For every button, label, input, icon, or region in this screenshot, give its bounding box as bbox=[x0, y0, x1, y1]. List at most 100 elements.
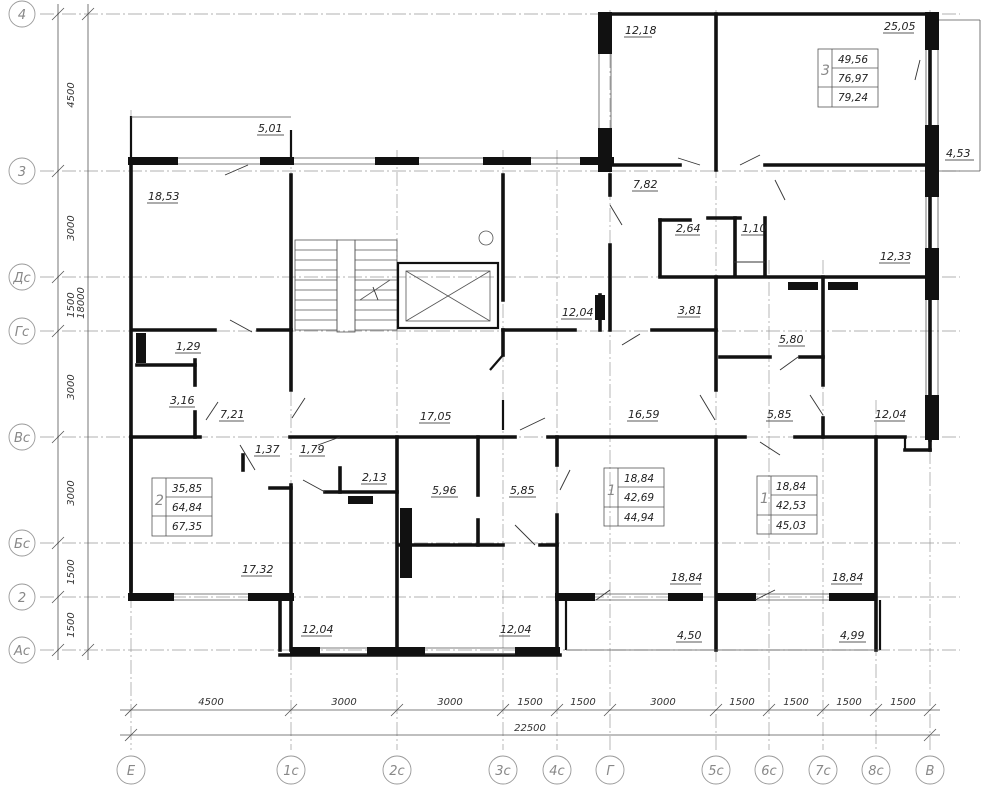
apartment-area-table: 1 18,84 42,53 45,03 bbox=[756, 475, 818, 535]
room-area-label: 5,85 bbox=[510, 484, 535, 497]
axis-label-g: Г bbox=[606, 764, 615, 779]
apartment-number: 1 bbox=[760, 491, 769, 507]
room-area-label: 12,33 bbox=[880, 250, 912, 263]
dim-bottom-1: 4500 bbox=[198, 697, 223, 708]
axis-label-4c: 4с bbox=[549, 764, 564, 779]
dim-left-5: 3000 bbox=[66, 480, 77, 505]
dim-bottom-4: 1500 bbox=[517, 697, 542, 708]
apartment-living-area: 35,85 bbox=[172, 483, 202, 495]
room-area-label: 5,01 bbox=[258, 122, 283, 135]
axis-label-gc: Гс bbox=[15, 325, 29, 340]
dim-left-1: 4500 bbox=[66, 82, 77, 107]
apartment-area-table: 2 35,85 64,84 67,35 bbox=[151, 477, 213, 537]
dim-bottom-9: 1500 bbox=[836, 697, 861, 708]
room-area-label: 12,04 bbox=[562, 306, 594, 319]
axis-label-vc: Вс bbox=[14, 431, 30, 446]
apartment-gross-area: 44,94 bbox=[624, 512, 654, 524]
room-area-label: 12,04 bbox=[302, 623, 334, 636]
axis-label-3: 3 bbox=[18, 165, 26, 180]
left-axis-markers: 4 3 Дс Гс Вс Бс 2 Ас bbox=[8, 0, 36, 664]
apartment-number: 3 bbox=[821, 63, 830, 79]
axis-label-5c: 5с bbox=[708, 764, 723, 779]
room-area-label: 1,79 bbox=[300, 443, 325, 456]
axis-label-2c: 2с bbox=[389, 764, 404, 779]
axis-label-6c: 6с bbox=[761, 764, 776, 779]
room-area-label: 1,29 bbox=[176, 340, 201, 353]
dim-bottom-10: 1500 bbox=[890, 697, 915, 708]
room-area-labels: 12,18 25,05 5,01 18,53 4,53 7,82 2,64 1,… bbox=[147, 20, 974, 643]
room-area-label: 1,10 bbox=[742, 222, 767, 235]
dim-bottom-8: 1500 bbox=[783, 697, 808, 708]
dim-bottom-5: 1500 bbox=[570, 697, 595, 708]
room-area-label: 5,96 bbox=[432, 484, 457, 497]
walls bbox=[129, 12, 981, 657]
room-area-label: 4,50 bbox=[677, 629, 702, 642]
room-area-label: 7,82 bbox=[633, 178, 658, 191]
axis-label-ac: Ас bbox=[13, 644, 30, 659]
axis-label-1c: 1с bbox=[283, 764, 298, 779]
windows bbox=[174, 50, 939, 655]
dim-bottom-6: 3000 bbox=[650, 697, 675, 708]
apartment-area-table: 1 18,84 42,69 44,94 bbox=[603, 467, 665, 527]
dim-left-4: 3000 bbox=[66, 374, 77, 399]
apartment-living-area: 49,56 bbox=[838, 54, 868, 66]
room-area-label: 5,80 bbox=[779, 333, 804, 346]
dim-bottom-3: 3000 bbox=[437, 697, 462, 708]
room-area-label: 2,13 bbox=[362, 471, 387, 484]
room-area-label: 16,59 bbox=[628, 408, 660, 421]
apartment-gross-area: 67,35 bbox=[172, 521, 202, 533]
axis-label-dc: Дс bbox=[12, 271, 30, 286]
apartment-gross-area: 45,03 bbox=[776, 520, 806, 532]
apartment-area-table: 3 49,56 76,97 79,24 bbox=[817, 48, 879, 108]
dim-left-3: 1500 bbox=[66, 292, 77, 317]
axis-label-2: 2 bbox=[18, 591, 26, 606]
room-area-label: 17,32 bbox=[242, 563, 274, 576]
stair-and-elevator bbox=[294, 230, 500, 333]
dim-left-6: 1500 bbox=[66, 559, 77, 584]
room-area-label: 2,64 bbox=[676, 222, 701, 235]
room-area-label: 7,21 bbox=[220, 408, 245, 421]
dim-bottom-2: 3000 bbox=[331, 697, 356, 708]
bottom-axis-markers: Е 1с 2с 3с 4с Г 5с 6с 7с 8с В bbox=[116, 755, 945, 785]
apartment-gross-area: 79,24 bbox=[838, 92, 868, 104]
room-area-label: 4,99 bbox=[840, 629, 865, 642]
apartment-total-area: 42,69 bbox=[624, 492, 654, 504]
room-area-label: 1,37 bbox=[255, 443, 280, 456]
room-area-label: 12,04 bbox=[500, 623, 532, 636]
room-area-label: 25,05 bbox=[884, 20, 916, 33]
dim-left-2: 3000 bbox=[66, 215, 77, 240]
axis-label-3c: 3с bbox=[495, 764, 510, 779]
room-area-label: 17,05 bbox=[420, 410, 452, 423]
room-area-label: 12,18 bbox=[625, 24, 657, 37]
door-swings bbox=[205, 59, 921, 601]
room-area-label: 18,84 bbox=[671, 571, 703, 584]
axis-label-bc: Бс bbox=[14, 537, 30, 552]
apartment-living-area: 18,84 bbox=[776, 481, 806, 493]
room-area-label: 18,53 bbox=[148, 190, 180, 203]
room-area-label: 4,53 bbox=[946, 147, 971, 160]
axis-label-v: В bbox=[926, 764, 935, 779]
apartment-living-area: 18,84 bbox=[624, 473, 654, 485]
left-dimension-chain: 4500 3000 1500 3000 3000 1500 1500 18000 bbox=[51, 4, 95, 660]
axis-label-e: Е bbox=[127, 764, 136, 779]
bottom-dimension-chain: 4500 3000 3000 1500 1500 3000 1500 1500 … bbox=[120, 697, 940, 742]
room-area-label: 12,04 bbox=[875, 408, 907, 421]
apartment-total-area: 76,97 bbox=[838, 73, 868, 85]
axis-label-8c: 8с bbox=[868, 764, 883, 779]
axis-label-7c: 7с bbox=[815, 764, 830, 779]
apartment-total-area: 64,84 bbox=[172, 502, 202, 514]
dim-bottom-total: 22500 bbox=[514, 723, 546, 734]
room-area-label: 3,81 bbox=[678, 304, 703, 317]
room-area-label: 18,84 bbox=[832, 571, 864, 584]
dim-bottom-7: 1500 bbox=[729, 697, 754, 708]
dim-left-total: 18000 bbox=[76, 287, 87, 319]
wall-piers bbox=[128, 12, 939, 655]
apartment-number: 1 bbox=[607, 483, 616, 499]
apartment-number: 2 bbox=[155, 493, 164, 509]
apartment-total-area: 42,53 bbox=[776, 500, 806, 512]
dim-left-7: 1500 bbox=[66, 612, 77, 637]
room-area-label: 5,85 bbox=[767, 408, 792, 421]
axis-label-4: 4 bbox=[18, 8, 26, 23]
room-area-label: 3,16 bbox=[170, 394, 195, 407]
